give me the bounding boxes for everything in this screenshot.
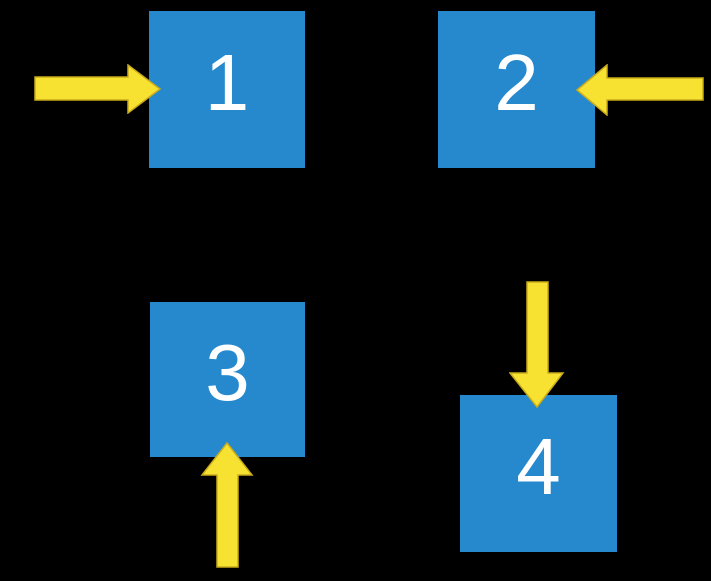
box-1: 1: [149, 11, 305, 168]
arrow-left-icon: [576, 64, 704, 116]
box-4: 4: [460, 395, 617, 552]
box-2: 2: [438, 11, 595, 168]
box-2-label: 2: [494, 37, 539, 127]
arrow-left-shape: [576, 64, 704, 116]
box-3-label: 3: [205, 327, 250, 417]
arrow-up-icon: [200, 442, 254, 568]
arrow-down-icon: [509, 281, 565, 408]
box-4-label: 4: [516, 421, 561, 511]
arrow-down-shape: [509, 281, 565, 408]
box-3: 3: [150, 302, 305, 457]
arrow-right-shape: [34, 64, 162, 114]
arrow-up-shape: [200, 442, 254, 568]
arrow-right-icon: [34, 64, 162, 114]
box-1-label: 1: [204, 37, 250, 127]
